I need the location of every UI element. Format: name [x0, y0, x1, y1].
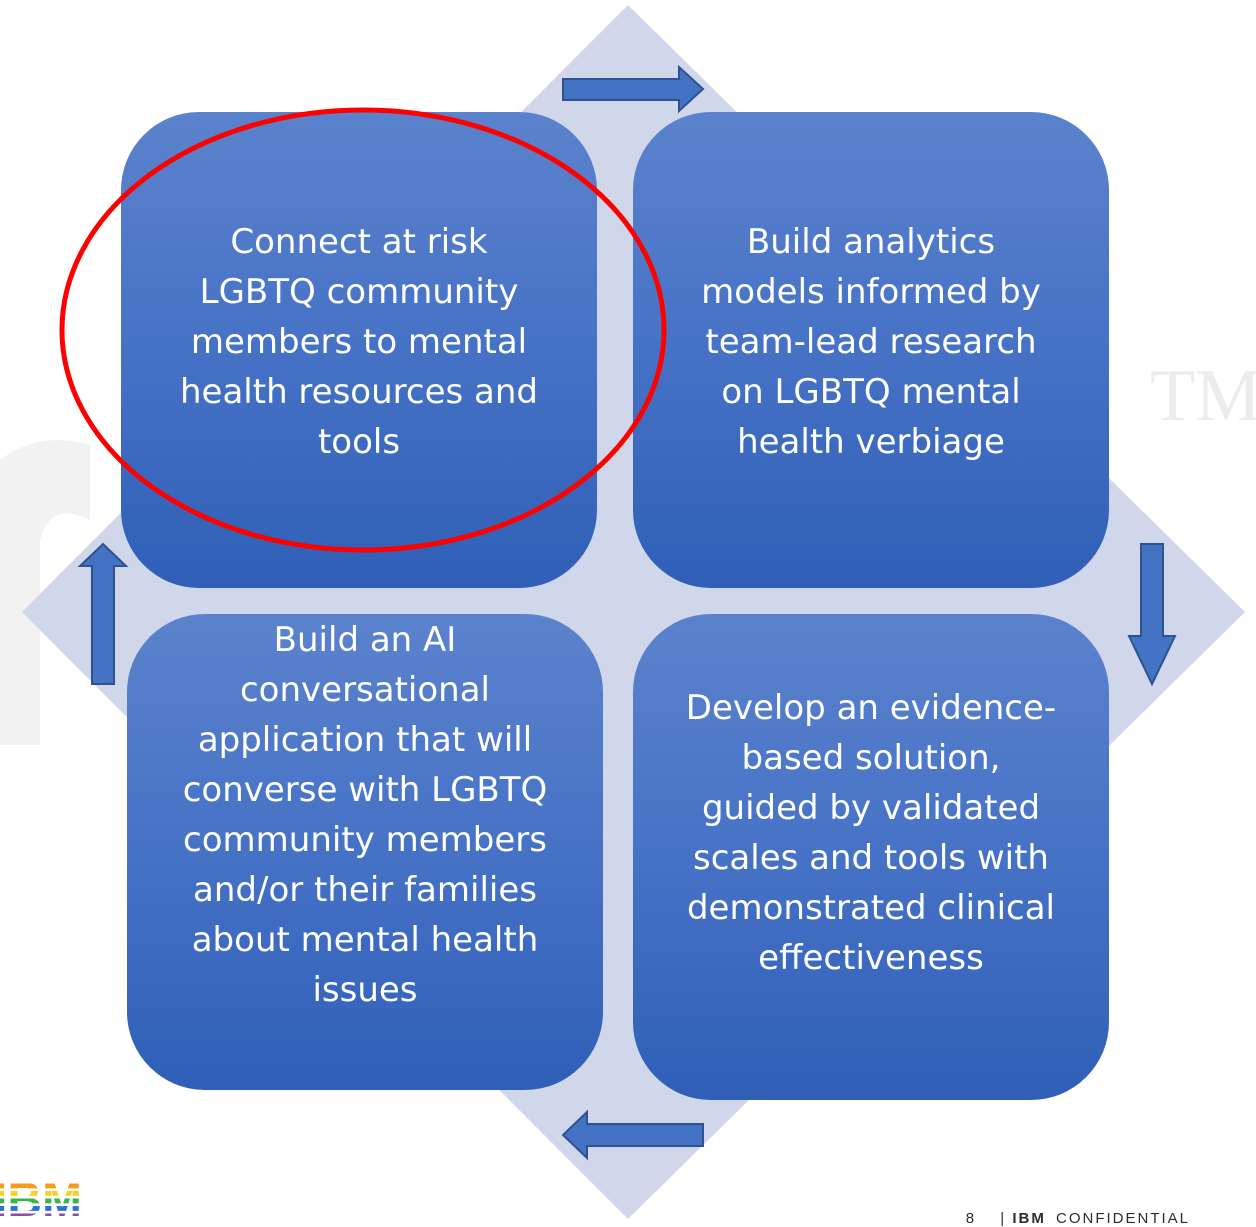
logo-stripe	[0, 1183, 82, 1189]
step-box-evidence-solution: Develop an evidence- based solution, gui…	[633, 614, 1109, 1100]
arrow-up-icon	[77, 542, 129, 685]
watermark-shape	[0, 440, 90, 745]
step-text-evidence-solution: Develop an evidence- based solution, gui…	[685, 688, 1057, 978]
step-box-connect: Connect at risk LGBTQ community members …	[121, 112, 597, 588]
logo-stripe	[0, 1206, 82, 1211]
logo-stripe	[0, 1191, 82, 1196]
footer-brand: IBM	[1012, 1210, 1046, 1227]
arrow-down-icon	[1127, 543, 1177, 687]
step-text-connect: Connect at risk LGBTQ community members …	[180, 222, 538, 462]
page-number: 8	[965, 1210, 977, 1227]
arrow-left-icon	[561, 1109, 704, 1161]
step-box-analytics: Build analytics models informed by team-…	[633, 112, 1109, 588]
step-box-ai-application: Build an AI conversational application t…	[127, 614, 603, 1090]
watermark-text: TM	[1150, 355, 1256, 437]
logo-stripe	[0, 1198, 82, 1204]
confidential-label: CONFIDENTIAL	[1055, 1210, 1190, 1227]
logo-stripe	[0, 1213, 82, 1219]
step-text-analytics: Build analytics models informed by team-…	[701, 222, 1041, 462]
step-text-ai-application: Build an AI conversational application t…	[182, 620, 548, 1010]
footer: 8 | IBM CONFIDENTIAL	[966, 1210, 1190, 1227]
logo-text: IBM	[0, 1176, 82, 1221]
ibm-logo: IBM IBM	[0, 1176, 82, 1221]
footer-separator: |	[1000, 1210, 1007, 1227]
logo-stripe	[0, 1176, 82, 1181]
arrow-right-icon	[562, 64, 705, 114]
